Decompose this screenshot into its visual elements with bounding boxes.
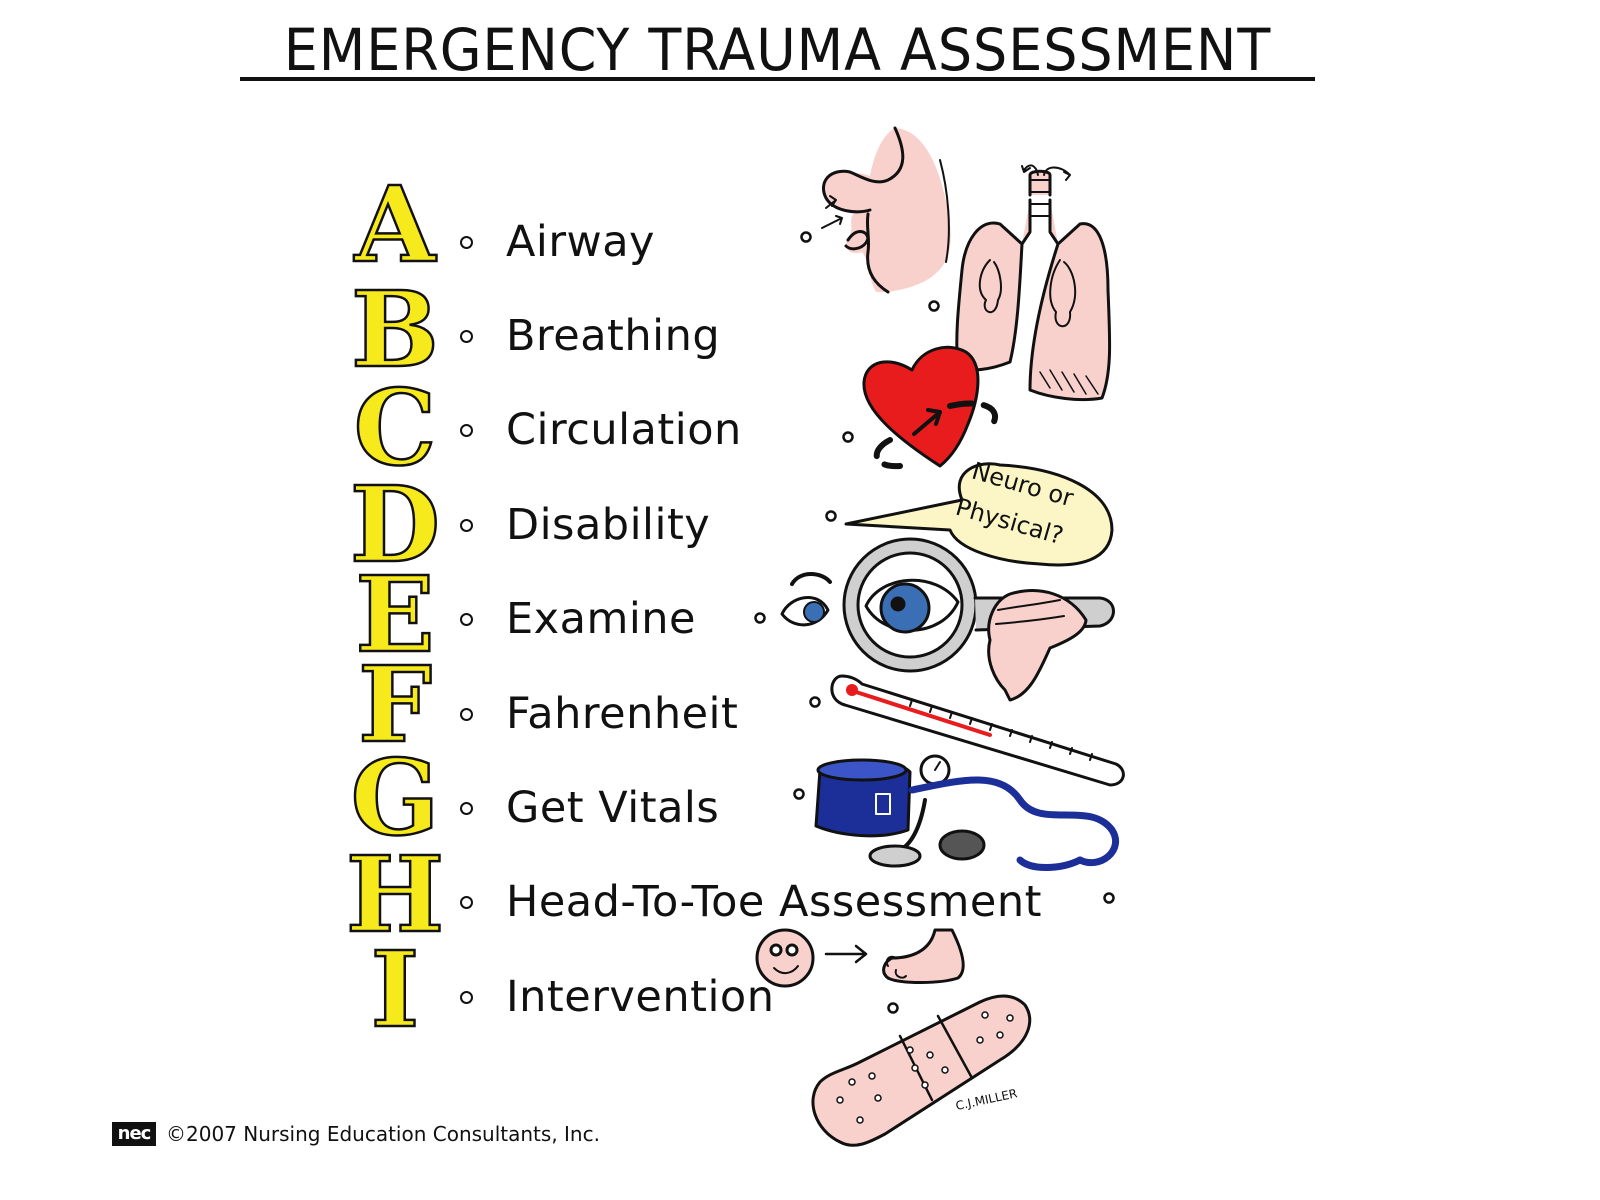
stethoscope-icon xyxy=(868,776,1119,871)
mnemonic-letter-g: G xyxy=(349,736,440,859)
bullet-icon xyxy=(460,708,473,721)
mnemonic-letter-a: A xyxy=(353,163,436,286)
bullet-icon xyxy=(460,330,473,343)
bandage-icon: C.J.MILLER xyxy=(811,994,1032,1147)
nose-mouth-icon xyxy=(821,126,951,294)
item-label: Airway xyxy=(506,217,656,267)
item-label: Circulation xyxy=(506,405,742,455)
mnemonic-letter-e: E xyxy=(354,553,436,676)
page-title: EMERGENCY TRAUMA ASSESSMENT xyxy=(283,16,1272,84)
title-underline xyxy=(240,77,1315,81)
smiley-face-icon xyxy=(755,928,815,988)
item-label: Fahrenheit xyxy=(506,689,739,739)
arrow-icon xyxy=(824,944,868,964)
nec-logo: nec xyxy=(112,1122,156,1146)
mnemonic-letter-b: B xyxy=(350,268,440,391)
copyright-text: ©2007 Nursing Education Consultants, Inc… xyxy=(166,1122,600,1146)
foot-icon xyxy=(882,928,965,984)
item-label: Examine xyxy=(506,594,697,644)
bullet-icon xyxy=(460,424,473,437)
item-label: Intervention xyxy=(506,972,775,1022)
thermometer-icon xyxy=(830,674,1125,787)
illustration-bullets xyxy=(754,231,1115,1014)
item-label: Head-To-Toe Assessment xyxy=(506,877,1042,927)
bullet-icon xyxy=(460,802,473,815)
bullet-icon xyxy=(460,991,473,1004)
mnemonic-letter-f: F xyxy=(357,643,433,766)
lungs-icon xyxy=(955,164,1112,402)
mnemonic-letter-i: I xyxy=(369,928,420,1051)
eye-icon xyxy=(780,572,832,627)
magnifying-glass-icon xyxy=(842,537,1115,702)
bullet-icon xyxy=(460,236,473,249)
mnemonic-letter-d: D xyxy=(349,463,442,586)
heart-icon xyxy=(862,345,998,470)
item-label: Disability xyxy=(506,500,711,550)
blood-pressure-cuff-icon xyxy=(814,754,951,838)
mnemonic-letter-c: C xyxy=(352,366,437,489)
mnemonic-letter-h: H xyxy=(345,833,446,956)
bullet-icon xyxy=(460,613,473,626)
bullet-icon xyxy=(460,519,473,532)
item-label: Get Vitals xyxy=(506,783,720,833)
item-label: Breathing xyxy=(506,311,721,361)
artist-signature: C.J.MILLER xyxy=(954,1086,1018,1113)
bullet-icon xyxy=(460,896,473,909)
